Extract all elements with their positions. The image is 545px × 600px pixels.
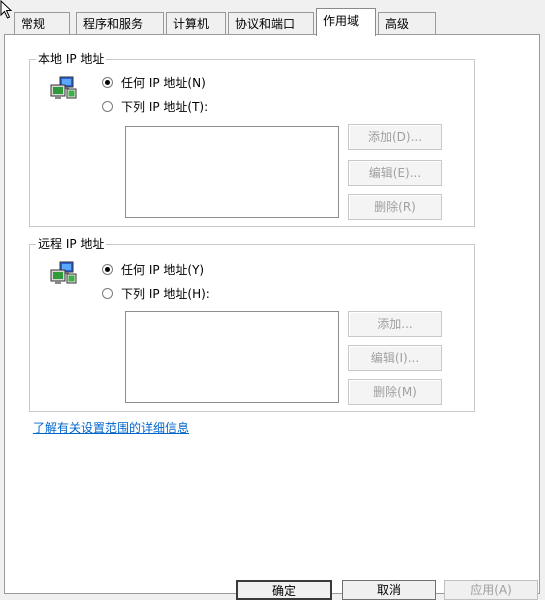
remote-ip-group-title: 远程 IP 地址 [36,236,107,252]
local-ip-group-title: 本地 IP 地址 [36,51,107,67]
remote-these-ip-radio[interactable]: 下列 IP 地址(H): [102,285,210,303]
radio-selected-indicator [102,77,113,88]
network-computers-icon [50,76,77,99]
tab-general[interactable]: 常规 [14,12,70,34]
local-any-ip-radio[interactable]: 任何 IP 地址(N) [102,74,206,92]
radio-selected-indicator [102,264,113,275]
radio-indicator [102,288,113,299]
local-edit-button[interactable]: 编辑(E)... [348,160,442,186]
radio-indicator [102,101,113,112]
remote-edit-button[interactable]: 编辑(I)... [348,345,442,371]
scope-info-link[interactable]: 了解有关设置范围的详细信息 [33,421,190,435]
tab-advanced[interactable]: 高级 [378,12,436,34]
remote-any-ip-radio[interactable]: 任何 IP 地址(Y) [102,261,204,279]
apply-button[interactable]: 应用(A) [444,580,538,600]
local-ip-group: 本地 IP 地址 任何 IP 地址(N) 下列 IP 地址(T): 添加(D).… [29,51,475,227]
tab-computers[interactable]: 计算机 [166,12,226,34]
scope-panel: 本地 IP 地址 任何 IP 地址(N) 下列 IP 地址(T): 添加(D).… [4,34,540,594]
remote-ip-list[interactable] [125,311,339,403]
local-ip-list[interactable] [125,126,339,218]
tab-protocols-ports[interactable]: 协议和端口 [228,12,314,34]
tab-strip: 常规 程序和服务 计算机 协议和端口 作用域 高级 [0,0,545,36]
remote-remove-button[interactable]: 删除(M) [348,379,442,405]
network-computers-icon [50,261,77,284]
remote-add-button[interactable]: 添加... [348,311,442,337]
cancel-button[interactable]: 取消 [342,580,436,600]
ok-button[interactable]: 确定 [236,580,332,600]
tab-scope[interactable]: 作用域 [316,8,376,36]
remote-ip-group: 远程 IP 地址 任何 IP 地址(Y) 下列 IP 地址(H): 添加... … [29,236,475,412]
local-these-ip-radio[interactable]: 下列 IP 地址(T): [102,98,208,116]
local-add-button[interactable]: 添加(D)... [348,124,442,150]
local-remove-button[interactable]: 删除(R) [348,194,442,220]
mouse-cursor-icon [0,0,13,19]
tab-programs-services[interactable]: 程序和服务 [76,12,164,34]
